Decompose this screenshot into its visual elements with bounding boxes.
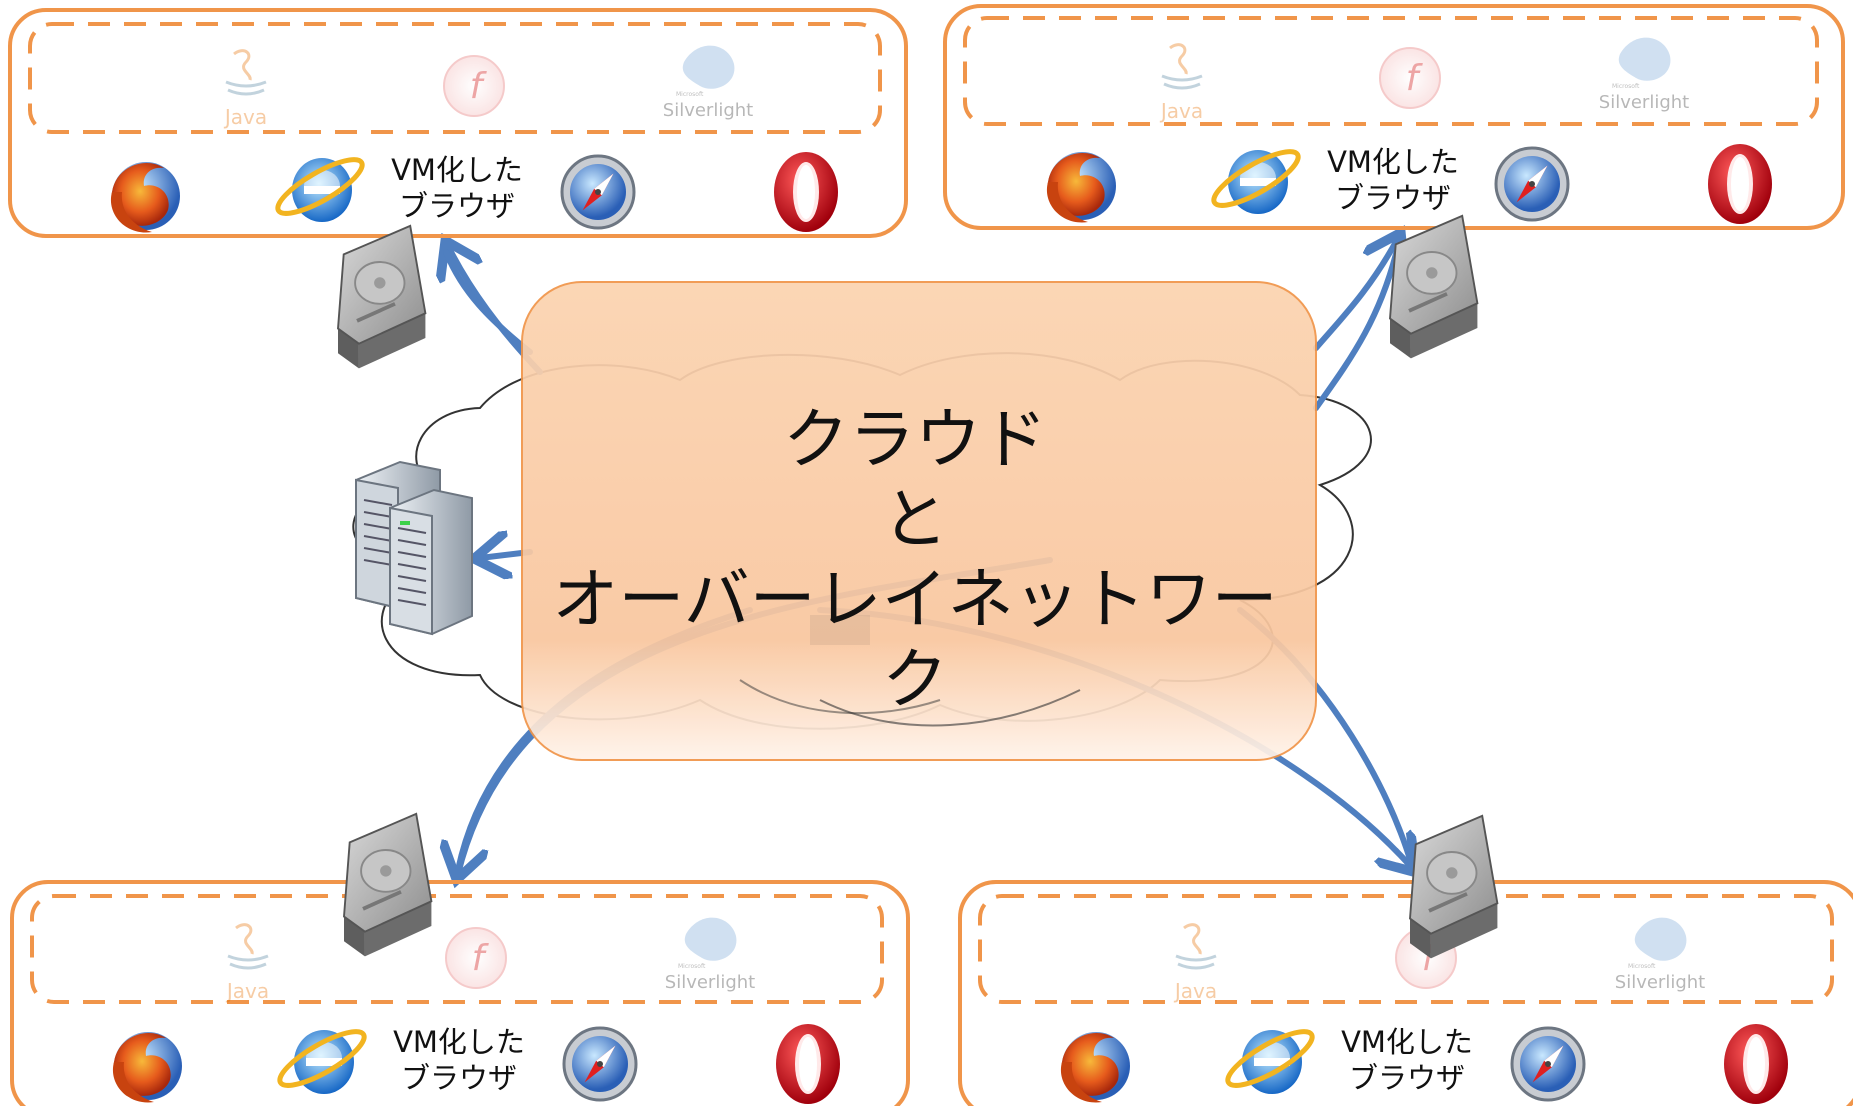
safari-icon: [560, 154, 636, 230]
microsoft-label: Microsoft: [1628, 963, 1656, 970]
silverlight-label: Silverlight: [665, 972, 755, 993]
vm-label-line2: ブラウザ: [1334, 181, 1451, 215]
vm-browser-label-bottom-right: VM化した ブラウザ: [1322, 1024, 1492, 1096]
center-network-box: [521, 281, 1317, 761]
java-label: Java: [1159, 99, 1203, 123]
center-title-line1: クラウド: [783, 401, 1047, 478]
center-title-line2: と: [882, 481, 948, 558]
ie-icon: [1207, 142, 1304, 214]
opera-icon: [1724, 1024, 1788, 1104]
hard-disk-icon: [342, 812, 434, 959]
silverlight-icon: Microsoft Silverlight: [1615, 917, 1705, 993]
group-frame-bottom-right: [958, 880, 1853, 1106]
silverlight-icon: Microsoft Silverlight: [1599, 37, 1689, 113]
group-frame-bottom-left: [10, 880, 910, 1106]
microsoft-label: Microsoft: [678, 963, 706, 970]
flash-icon: f: [443, 55, 505, 117]
hard-disk-icon: [336, 223, 428, 371]
java-label: Java: [223, 105, 267, 129]
center-title-line3: オーバーレイネットワーク: [552, 561, 1278, 718]
vm-label-line1: VM化した: [391, 153, 523, 187]
vm-label-line2: ブラウザ: [400, 1061, 517, 1095]
silverlight-label: Silverlight: [1615, 972, 1705, 993]
opera-icon: [774, 152, 838, 232]
firefox-icon: [112, 1032, 182, 1103]
ie-icon: [271, 150, 368, 222]
vm-label-line2: ブラウザ: [1348, 1061, 1465, 1095]
firefox-icon: [1046, 152, 1116, 223]
silverlight-icon: Microsoft Silverlight: [663, 45, 753, 121]
group-frame-top-left: [8, 8, 908, 238]
flash-icon: f: [445, 927, 507, 989]
java-icon: Java: [225, 923, 269, 1003]
java-icon: Java: [1159, 43, 1203, 123]
vm-label-line2: ブラウザ: [398, 189, 515, 223]
java-label: Java: [225, 979, 269, 1003]
arrow-top-right: [1313, 238, 1398, 351]
plugins-bottom-left: Java f Microsoft Silverlight: [225, 917, 755, 1003]
silverlight-icon: Microsoft Silverlight: [665, 917, 755, 993]
firefox-icon: [1060, 1032, 1130, 1103]
hard-disk-icon: [1388, 213, 1480, 361]
microsoft-label: Microsoft: [1612, 83, 1640, 90]
hard-disk-icon: [1408, 814, 1500, 961]
vm-browser-label-bottom-left: VM化した ブラウザ: [374, 1024, 544, 1096]
plugins-top-right: Java f Microsoft Silverlight: [1159, 37, 1689, 123]
java-icon: Java: [1173, 923, 1217, 1003]
vm-label-line1: VM化した: [393, 1025, 525, 1059]
silverlight-label: Silverlight: [663, 100, 753, 121]
flash-icon: f: [1379, 47, 1441, 109]
safari-icon: [562, 1026, 638, 1102]
server-icon: [355, 460, 473, 636]
silverlight-label: Silverlight: [1599, 92, 1689, 113]
vm-label-line1: VM化した: [1327, 145, 1459, 179]
vm-label-line1: VM化した: [1341, 1025, 1473, 1059]
safari-icon: [1510, 1026, 1586, 1102]
vm-browser-label-top-left: VM化した ブラウザ: [372, 152, 542, 224]
microsoft-label: Microsoft: [676, 91, 704, 98]
vm-browser-label-top-right: VM化した ブラウザ: [1308, 144, 1478, 216]
plugins-top-left: Java f Microsoft Silverlight: [223, 45, 753, 129]
java-icon: Java: [223, 49, 267, 129]
opera-icon: [776, 1024, 840, 1104]
ie-icon: [1221, 1022, 1318, 1094]
safari-icon: [1494, 146, 1570, 222]
opera-icon: [1708, 144, 1772, 224]
ie-icon: [273, 1022, 370, 1094]
group-frame-top-right: [943, 4, 1845, 230]
center-title: クラウド と オーバーレイネットワーク: [520, 400, 1310, 720]
java-label: Java: [1173, 979, 1217, 1003]
firefox-icon: [110, 162, 180, 233]
